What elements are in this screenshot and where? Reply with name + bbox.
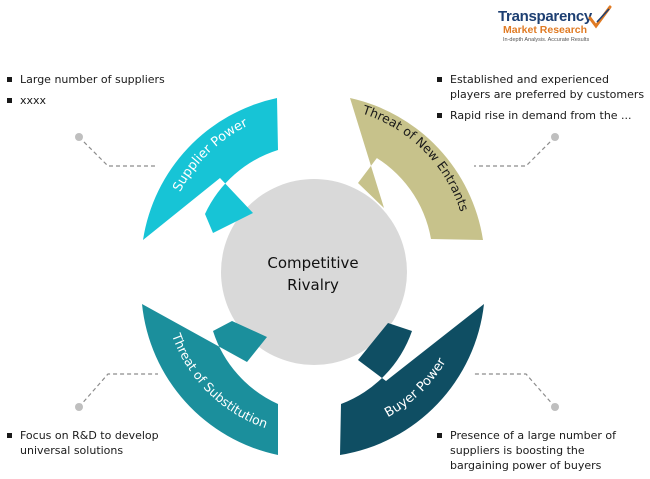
buyer-power-arrow [340,304,484,455]
connector-dot-top-left [75,133,83,141]
transparency-market-research-logo: Transparency Market Research In-depth An… [498,4,648,50]
logo-check-icon [588,5,612,29]
list-item: Established and experienced players are … [436,72,646,102]
connector-dot-bottom-right [551,403,559,411]
list-item: Rapid rise in demand from the ... [436,108,646,123]
substitution-points: Focus on R&D to develop universal soluti… [6,428,206,464]
connector-bottom-right [472,373,556,408]
supplier-power-points: Large number of suppliers xxxx [6,72,216,114]
logo-name-line1: Transparency [498,8,592,25]
center-line-1: Competitive [267,254,359,272]
threat-of-new-entrants-arrow [350,98,483,240]
list-item: Presence of a large number of suppliers … [436,428,646,473]
connector-top-right [474,136,556,167]
connector-dot-top-right [551,133,559,141]
competitive-rivalry-shape [221,179,407,365]
list-item: xxxx [6,93,216,108]
competitive-rivalry-label: Competitive Rivalry [236,252,390,296]
new-entrants-points: Established and experienced players are … [436,72,646,129]
list-item: Focus on R&D to develop universal soluti… [6,428,206,458]
logo-name-line2: Market Research [503,24,588,36]
list-item: Large number of suppliers [6,72,216,87]
logo-tagline: In-depth Analysis. Accurate Results [503,37,590,43]
connector-top-left [78,136,158,167]
buyer-power-points: Presence of a large number of suppliers … [436,428,646,479]
threat-of-substitution-arrow [142,304,278,455]
supplier-power-arrow [143,98,278,240]
center-line-2: Rivalry [287,276,339,294]
connector-bottom-left [78,373,158,408]
connector-dot-bottom-left [75,403,83,411]
